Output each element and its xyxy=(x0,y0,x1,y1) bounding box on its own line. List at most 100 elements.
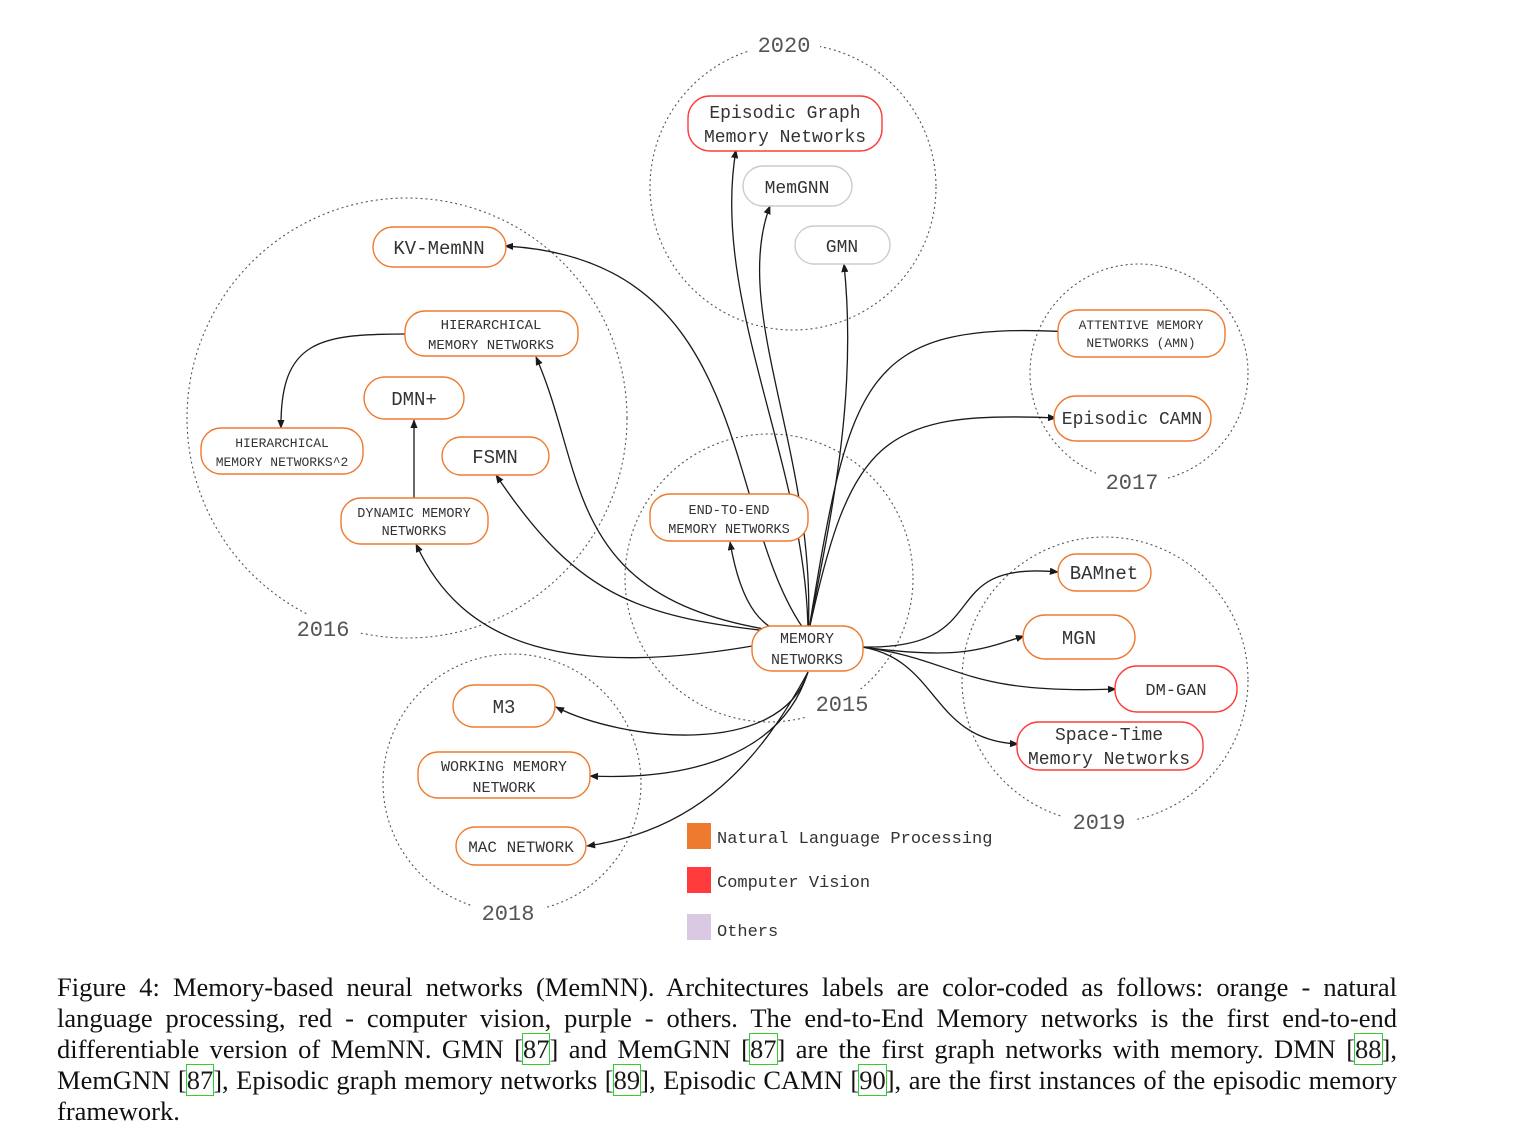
node-label: MEMORY NETWORKS^2 xyxy=(216,455,349,470)
node-fsmn: FSMN xyxy=(441,436,550,476)
node-label: Memory Networks xyxy=(704,128,866,148)
edge-mn-fsmn xyxy=(495,474,809,636)
node-memory-networks: MEMORY NETWORKS xyxy=(751,625,864,672)
edge-mn-mac xyxy=(586,671,809,849)
node-kv-memnn: KV-MemNN xyxy=(372,226,507,268)
citation-link[interactable]: 87 xyxy=(185,1064,215,1096)
edge-mn-gmn xyxy=(807,263,849,636)
node-dynamic-memory-networks: DYNAMIC MEMORY NETWORKS xyxy=(340,497,489,545)
cluster-2019: 2019 xyxy=(961,536,1249,836)
node-mgn: MGN xyxy=(1022,614,1136,660)
edge-mn-bamnet xyxy=(861,567,1059,648)
cluster-year-label: 2019 xyxy=(1073,811,1126,836)
edge-mn-wmn xyxy=(589,671,809,780)
node-label: Episodic CAMN xyxy=(1062,410,1202,430)
citation-link[interactable]: 87 xyxy=(521,1033,551,1065)
legend-label: Computer Vision xyxy=(717,874,870,893)
node-label: MemGNN xyxy=(765,179,830,199)
node-hierarchical-memory-networks-2: HIERARCHICAL MEMORY NETWORKS^2 xyxy=(200,427,364,475)
citation-link[interactable]: 87 xyxy=(749,1033,778,1065)
legend-label: Others xyxy=(717,923,778,942)
node-label: M3 xyxy=(493,697,516,719)
legend-item-others: Others xyxy=(687,914,778,942)
edge-hmn-hmn2 xyxy=(277,333,407,429)
caption-text: ], MemGNN [ xyxy=(57,1034,1397,1095)
node-label: NETWORKS xyxy=(771,652,843,669)
caption-text: Figure 4: Memory-based neural networks (… xyxy=(57,972,1397,1064)
edge-mn-stmn xyxy=(861,646,1019,748)
node-label: MEMORY NETWORKS xyxy=(428,338,554,354)
node-label: DMN+ xyxy=(391,389,437,411)
cluster-2018: 2018 xyxy=(382,653,642,927)
node-label: FSMN xyxy=(472,447,518,469)
node-label: Memory Networks xyxy=(1028,750,1190,770)
node-label: ATTENTIVE MEMORY xyxy=(1079,318,1204,333)
node-label: NETWORKS xyxy=(382,525,447,540)
edge-mn-amn xyxy=(807,327,1071,636)
node-label: GMN xyxy=(826,238,858,258)
node-label: Space-Time xyxy=(1055,726,1163,746)
edges xyxy=(277,149,1117,849)
cluster-2020: 2020 xyxy=(649,30,937,331)
node-label: DYNAMIC MEMORY xyxy=(357,507,470,522)
node-label: MEMORY NETWORKS xyxy=(668,523,790,538)
node-label: HIERARCHICAL xyxy=(235,436,329,451)
edge-mn-hmn xyxy=(535,356,809,636)
legend-label: Natural Language Processing xyxy=(717,830,992,849)
node-label: MGN xyxy=(1062,628,1096,650)
node-episodic-camn: Episodic CAMN xyxy=(1053,395,1212,442)
edge-mn-kvmemnn xyxy=(504,242,809,636)
caption-text: ] are the first graph networks with memo… xyxy=(776,1034,1356,1064)
legend: Natural Language Processing Computer Vis… xyxy=(687,823,992,942)
node-attentive-memory-networks: ATTENTIVE MEMORY NETWORKS (AMN) xyxy=(1057,309,1226,358)
node-hierarchical-memory-networks: HIERARCHICAL MEMORY NETWORKS xyxy=(404,310,579,357)
cluster-year-label: 2020 xyxy=(758,34,811,59)
legend-swatch xyxy=(687,914,711,940)
node-label: DM-GAN xyxy=(1145,682,1206,701)
cluster-year-label: 2015 xyxy=(816,693,869,718)
edge-mn-dmn xyxy=(415,543,809,659)
citation-link[interactable]: 89 xyxy=(612,1064,642,1096)
node-dmn-plus: DMN+ xyxy=(363,376,465,420)
cluster-2017: 2017 xyxy=(1029,263,1249,496)
node-dm-gan: DM-GAN xyxy=(1114,665,1238,713)
node-label: KV-MemNN xyxy=(393,238,484,260)
citation-link[interactable]: 88 xyxy=(1354,1033,1383,1065)
node-label: Episodic Graph xyxy=(709,104,860,124)
legend-swatch xyxy=(687,823,711,849)
node-end-to-end-memory-networks: END-TO-END MEMORY NETWORKS xyxy=(649,493,809,542)
cluster-2015: 2015 xyxy=(624,433,914,723)
caption-text: ], are the first instances of the episod… xyxy=(57,1065,1397,1126)
node-label: NETWORK xyxy=(472,780,535,797)
node-working-memory-network: WORKING MEMORY NETWORK xyxy=(417,751,591,799)
node-label: MEMORY xyxy=(780,631,834,648)
cluster-year-label: 2018 xyxy=(482,902,535,927)
edge-mn-camn xyxy=(807,414,1057,636)
legend-item-nlp: Natural Language Processing xyxy=(687,823,992,849)
node-label: WORKING MEMORY xyxy=(441,759,567,776)
node-mac-network: MAC NETWORK xyxy=(455,826,587,866)
edge-mn-memgnn xyxy=(758,205,810,636)
memnn-timeline-diagram: 2020 2016 2017 2015 2019 2018 xyxy=(186,30,1249,942)
node-space-time-memory-networks: Space-Time Memory Networks xyxy=(1016,721,1204,771)
edge-mn-mgn xyxy=(861,635,1025,654)
cluster-year-label: 2016 xyxy=(297,618,350,643)
caption-text: ], Episodic graph memory networks [ xyxy=(213,1065,614,1095)
legend-item-cv: Computer Vision xyxy=(687,867,870,893)
edge-mn-dmgan xyxy=(861,646,1117,693)
figure-caption: Figure 4: Memory-based neural networks (… xyxy=(57,972,1397,1127)
node-label: HIERARCHICAL xyxy=(441,318,542,334)
node-label: NETWORKS (AMN) xyxy=(1086,336,1195,351)
node-label: END-TO-END xyxy=(688,504,769,519)
legend-swatch xyxy=(687,867,711,893)
node-m3: M3 xyxy=(452,684,556,728)
node-label: BAMnet xyxy=(1070,563,1138,585)
node-label: MAC NETWORK xyxy=(468,839,574,857)
caption-text: ] and MemGNN [ xyxy=(549,1034,750,1064)
node-episodic-graph-memory-networks: Episodic Graph Memory Networks xyxy=(687,95,883,152)
cluster-2016: 2016 xyxy=(186,197,628,643)
node-gmn: GMN xyxy=(794,225,891,265)
node-bamnet: BAMnet xyxy=(1057,553,1152,592)
edge-mn-m3 xyxy=(555,671,809,736)
citation-link[interactable]: 90 xyxy=(858,1064,887,1096)
